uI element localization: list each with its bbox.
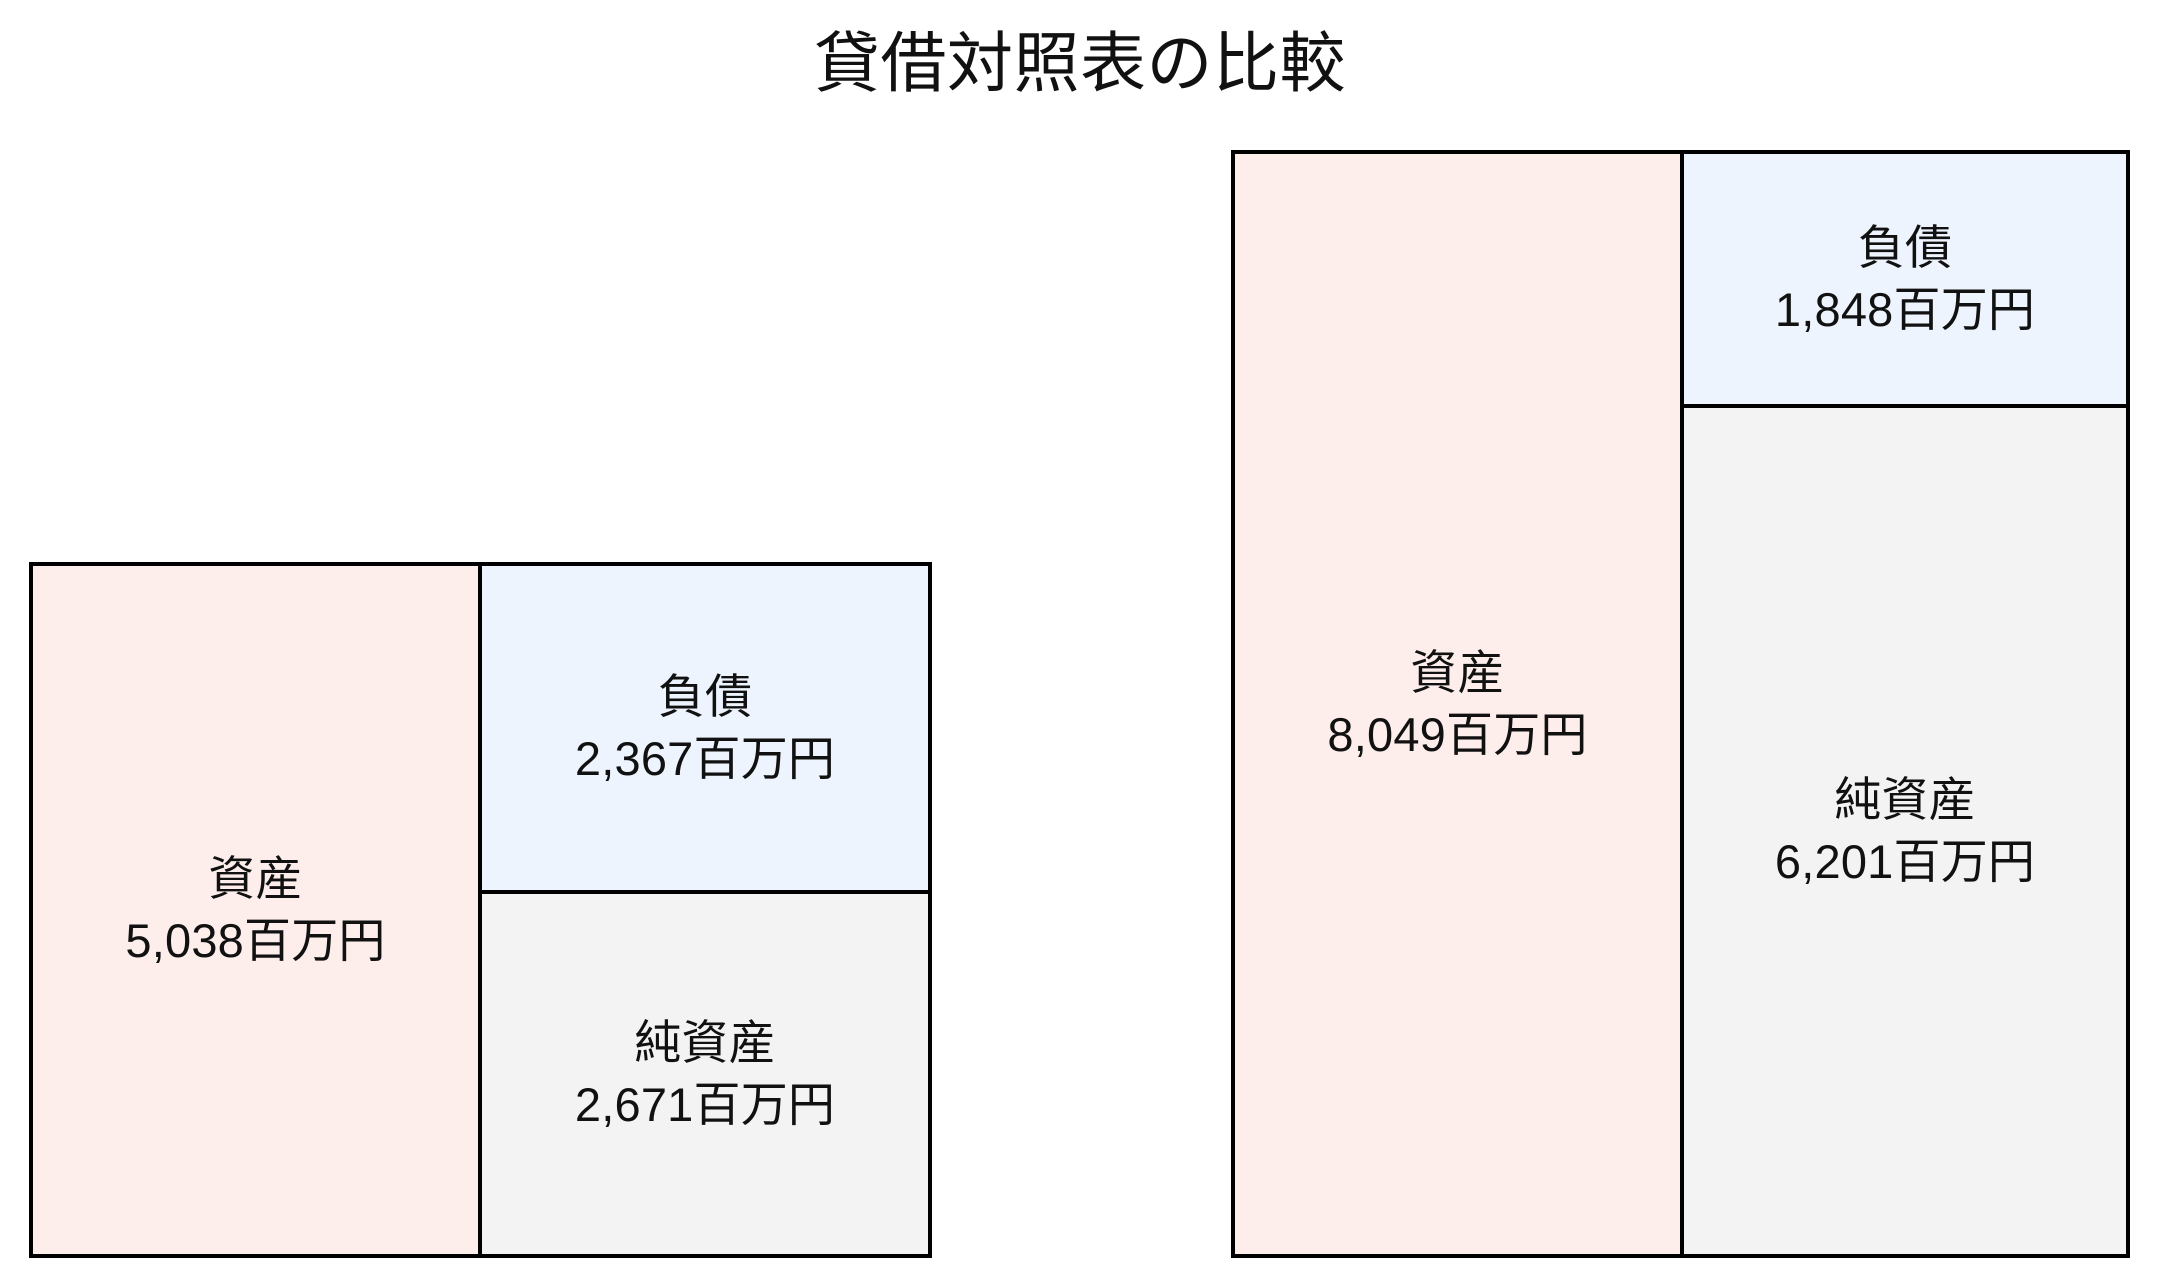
left-net-assets-box: 純資産 2,671百万円 bbox=[478, 890, 932, 1258]
page-title: 貸借対照表の比較 bbox=[814, 26, 1346, 100]
right-net-assets-title: 純資産 bbox=[1834, 772, 1976, 826]
left-assets-label: 資産 5,038百万円 bbox=[125, 848, 385, 972]
balance-sheet-right: 資産 8,049百万円 負債 1,848百万円 純資産 6,201百万円 bbox=[1231, 150, 2130, 1258]
right-net-assets-label: 純資産 6,201百万円 bbox=[1775, 769, 2035, 893]
right-net-assets-box: 純資産 6,201百万円 bbox=[1680, 404, 2130, 1258]
left-liabilities-label: 負債 2,367百万円 bbox=[575, 666, 835, 790]
balance-sheet-left: 資産 5,038百万円 負債 2,367百万円 純資産 2,671百万円 bbox=[29, 562, 932, 1258]
left-net-assets-label: 純資産 2,671百万円 bbox=[575, 1012, 835, 1136]
right-net-assets-amount: 6,201百万円 bbox=[1774, 835, 2036, 888]
left-assets-amount: 5,038百万円 bbox=[125, 914, 386, 967]
left-liabilities-amount: 2,367百万円 bbox=[574, 732, 836, 785]
right-assets-title: 資産 bbox=[1410, 645, 1505, 699]
left-liabilities-title: 負債 bbox=[657, 669, 753, 723]
right-assets-box: 資産 8,049百万円 bbox=[1231, 150, 1684, 1258]
right-assets-amount: 8,049百万円 bbox=[1327, 708, 1588, 761]
right-liabilities-box: 負債 1,848百万円 bbox=[1680, 150, 2130, 408]
left-assets-box: 資産 5,038百万円 bbox=[29, 562, 482, 1258]
left-liabilities-box: 負債 2,367百万円 bbox=[478, 562, 932, 894]
right-assets-label: 資産 8,049百万円 bbox=[1327, 642, 1587, 766]
right-liabilities-label: 負債 1,848百万円 bbox=[1775, 217, 2035, 341]
right-liabilities-amount: 1,848百万円 bbox=[1774, 283, 2036, 336]
left-assets-title: 資産 bbox=[208, 851, 303, 905]
right-liabilities-title: 負債 bbox=[1857, 220, 1953, 274]
left-net-assets-title: 純資産 bbox=[634, 1015, 776, 1069]
left-net-assets-amount: 2,671百万円 bbox=[574, 1078, 836, 1131]
